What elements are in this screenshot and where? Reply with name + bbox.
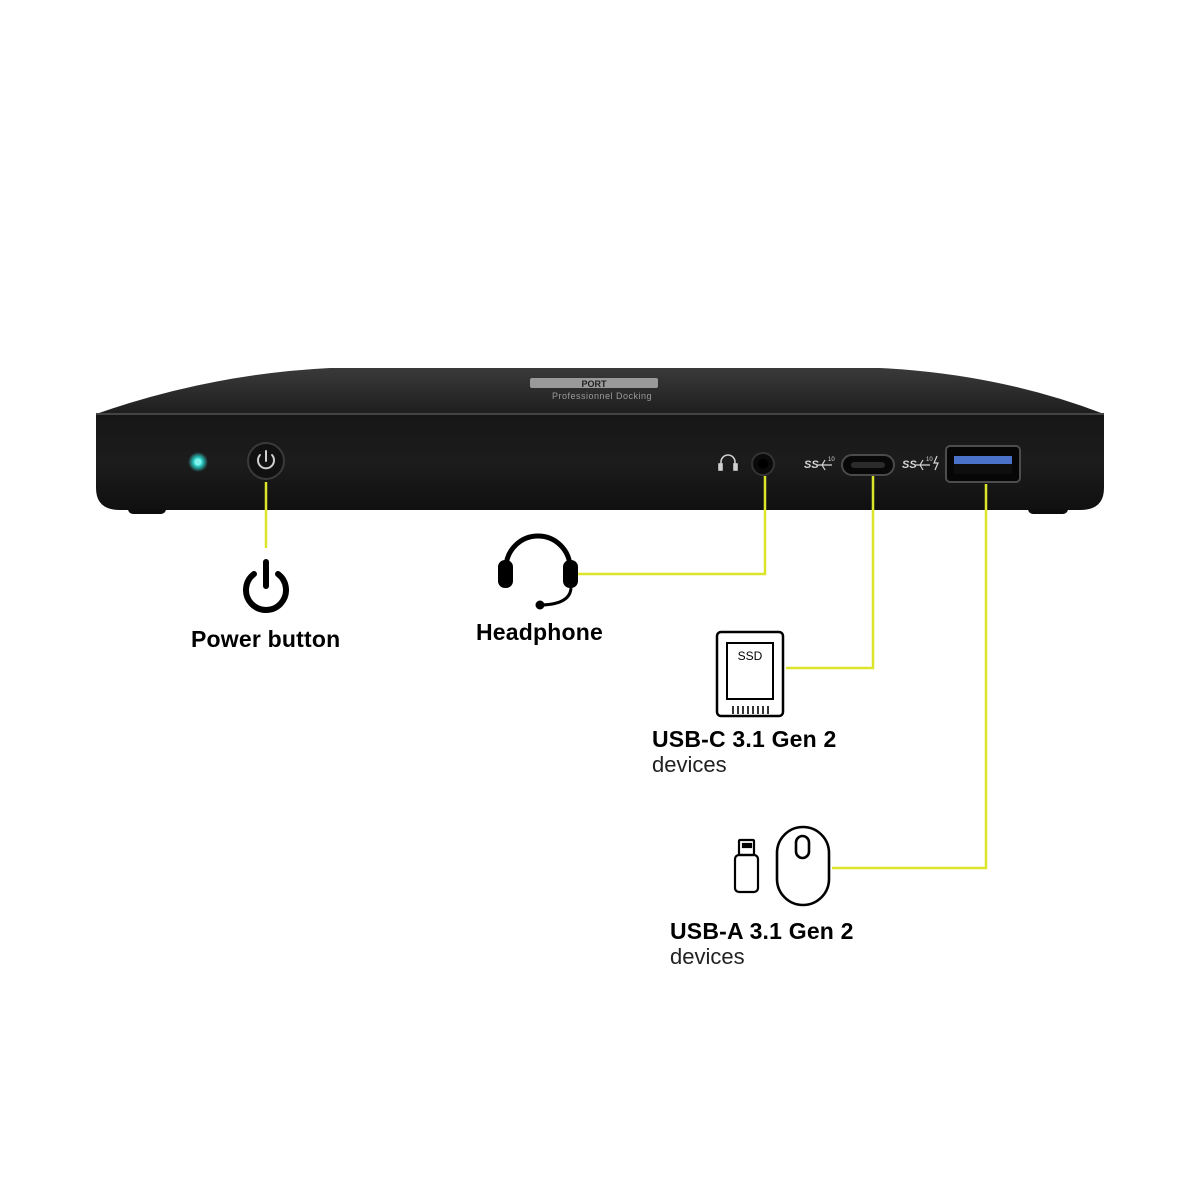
usb-c-speed-mark: 10 bbox=[828, 457, 835, 463]
usb-trident-icon bbox=[818, 459, 832, 471]
usb-a-callout-title: USB-A 3.1 Gen 2 bbox=[670, 918, 854, 944]
brand-mark: PORT bbox=[581, 379, 607, 389]
usb-a-ss-badge: SS bbox=[902, 459, 917, 471]
docking-station: PORT Professionnel Docking SS 10 bbox=[96, 368, 1104, 514]
usb-c-connector-line bbox=[786, 476, 875, 670]
power-callout: Power button bbox=[191, 626, 340, 652]
charging-bolt-icon bbox=[933, 455, 939, 471]
headphone-jack[interactable] bbox=[718, 452, 775, 476]
headset-icon bbox=[498, 533, 578, 610]
headphone-port-icon bbox=[718, 454, 738, 471]
device-power-button[interactable] bbox=[247, 442, 285, 480]
usb-a-port[interactable]: SS 10 bbox=[902, 445, 1021, 483]
usb-c-port[interactable]: SS 10 bbox=[804, 454, 895, 476]
usb-c-ss-badge: SS bbox=[804, 459, 819, 471]
usb-c-callout-title: USB-C 3.1 Gen 2 bbox=[652, 726, 837, 752]
mouse-icon bbox=[775, 825, 831, 907]
usb-a-connector-line bbox=[832, 484, 988, 870]
headphone-connector-line bbox=[578, 476, 767, 576]
usb-trident-icon bbox=[916, 459, 930, 471]
headphone-callout: Headphone bbox=[476, 619, 603, 645]
device-front bbox=[96, 414, 1104, 510]
status-led bbox=[194, 458, 202, 466]
power-icon bbox=[243, 559, 289, 613]
usb-a-speed-mark: 10 bbox=[926, 457, 933, 463]
usb-c-callout-subtitle: devices bbox=[652, 752, 727, 777]
power-callout-title: Power button bbox=[191, 626, 341, 652]
ssd-icon: SSD bbox=[715, 630, 785, 718]
headphone-callout-title: Headphone bbox=[476, 619, 604, 645]
usb-c-callout: USB-C 3.1 Gen 2 devices bbox=[652, 726, 837, 778]
usb-stick-icon bbox=[733, 838, 760, 894]
brand-subtitle: Professionnel Docking bbox=[552, 391, 652, 401]
connector-lines bbox=[264, 476, 988, 870]
usb-a-callout-subtitle: devices bbox=[670, 944, 745, 969]
device-top bbox=[96, 368, 1104, 414]
ssd-icon-label: SSD bbox=[738, 649, 763, 663]
usb-a-callout: USB-A 3.1 Gen 2 devices bbox=[670, 918, 854, 970]
brand-logo: PORT Professionnel Docking bbox=[530, 378, 658, 401]
